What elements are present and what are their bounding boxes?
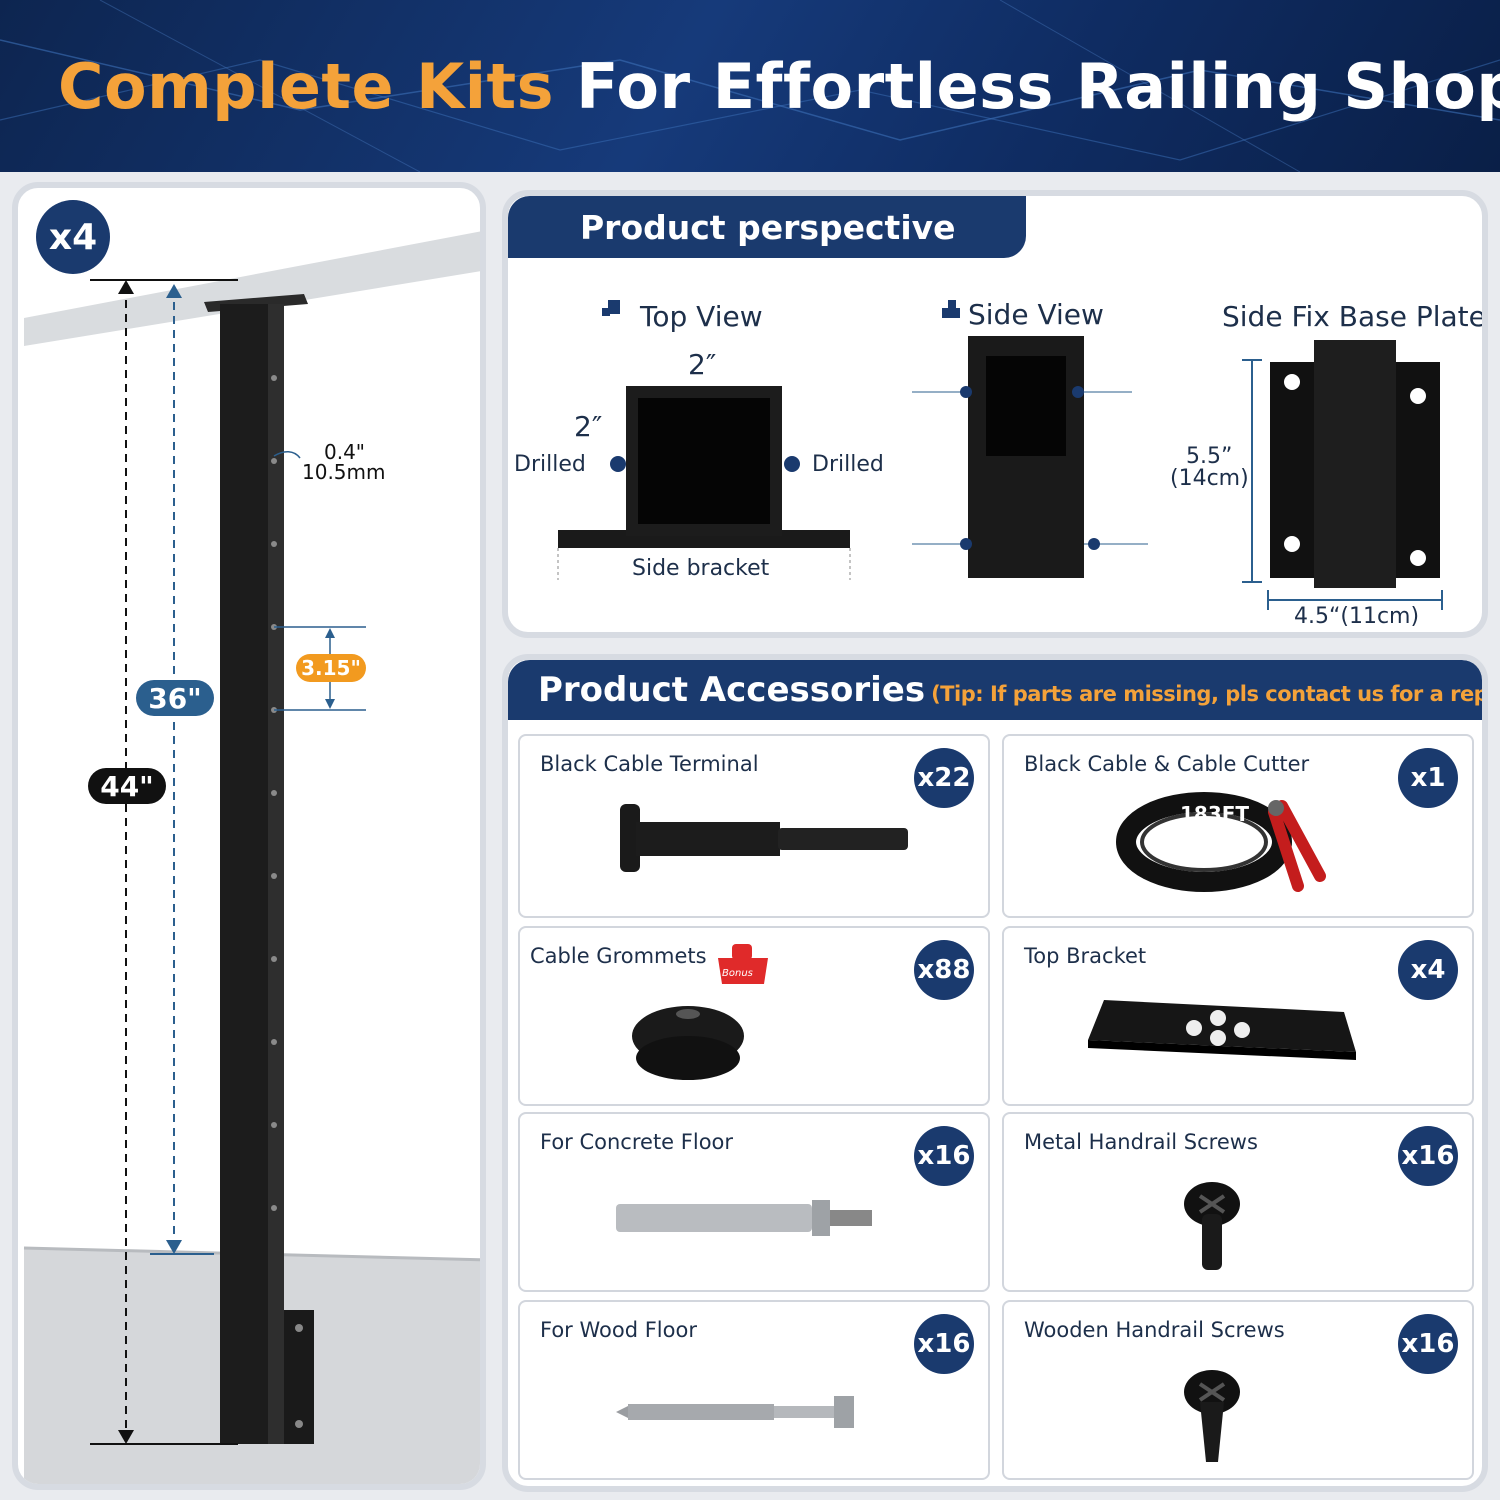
- accessory-card-metal-screws: Metal Handrail Screws x16: [1002, 1112, 1474, 1292]
- accessory-card-concrete-floor: For Concrete Floor x16: [518, 1112, 990, 1292]
- metal-screw-illustration: [1184, 1182, 1240, 1270]
- perspective-section-title: Product perspective: [508, 196, 1026, 258]
- accessory-name: Black Cable & Cable Cutter: [1024, 752, 1310, 776]
- header-banner: Complete Kits For Effortless Railing Sho…: [0, 0, 1500, 172]
- accessory-qty-badge: x16: [914, 1126, 974, 1186]
- accessory-card-cable-cutter: 183FT Black Cable & Cable Cutter x1: [1002, 734, 1474, 918]
- accessory-card-top-bracket: Top Bracket x4: [1002, 926, 1474, 1106]
- perspective-illustrations: [557, 300, 1443, 610]
- top-view-bracket-label: Side bracket: [632, 556, 770, 581]
- accessory-qty-badge: x4: [1398, 940, 1458, 1000]
- handrail: [24, 231, 480, 346]
- base-plate-height-cm: (14cm): [1170, 466, 1249, 491]
- hole-size-mm: 10.5mm: [302, 460, 386, 484]
- accessory-qty-badge: x88: [914, 940, 974, 1000]
- hole-size-label: 0.4" 10.5mm: [302, 442, 386, 482]
- accessory-card-cable-terminal: Black Cable Terminal x22: [518, 734, 990, 918]
- side-view-title: Side View: [968, 298, 1104, 331]
- post-illustration: [23, 231, 480, 1484]
- base-plate-height-in: 5.5”: [1186, 444, 1233, 469]
- banner-decoration: [0, 0, 1500, 172]
- top-view-title: Top View: [640, 300, 763, 333]
- accessory-name: Black Cable Terminal: [540, 752, 759, 776]
- accessory-card-grommets: Bonus Cable Grommets x88: [518, 926, 990, 1106]
- bonus-label: Bonus: [722, 968, 753, 979]
- accessory-card-wood-floor: For Wood Floor x16: [518, 1300, 990, 1480]
- accessory-name: Metal Handrail Screws: [1024, 1130, 1258, 1154]
- lag-screw-illustration: [616, 1396, 854, 1428]
- total-height-label: 44": [88, 768, 166, 804]
- top-bracket-illustration: [1088, 1000, 1356, 1060]
- hole-spacing-label: 3.15": [296, 654, 366, 682]
- accessories-section-title: Product Accessories: [538, 670, 926, 710]
- wood-screw-illustration: [1184, 1370, 1240, 1462]
- bonus-badge: [718, 944, 768, 984]
- top-view-width: 2″: [688, 348, 717, 381]
- title-highlight: Complete Kits: [58, 50, 554, 123]
- accessories-panel: Product Accessories (Tip: If parts are m…: [502, 654, 1488, 1492]
- post-quantity-badge: x4: [36, 200, 110, 274]
- hole-size-inch: 0.4": [324, 440, 366, 464]
- accessories-header: Product Accessories (Tip: If parts are m…: [508, 660, 1482, 720]
- cable-length-label: 183FT: [1180, 802, 1250, 826]
- accessories-tip: (Tip: If parts are missing, pls contact …: [931, 682, 1488, 706]
- accessory-qty-badge: x16: [914, 1314, 974, 1374]
- anchor-bolt-illustration: [616, 1200, 872, 1236]
- top-view-icon: [602, 300, 620, 316]
- accessory-qty-badge: x1: [1398, 748, 1458, 808]
- accessory-qty-badge: x16: [1398, 1126, 1458, 1186]
- rail-height-label: 36": [136, 680, 214, 716]
- cable-terminal-illustration: [620, 804, 908, 872]
- top-view-depth: 2″: [574, 410, 603, 443]
- accessory-name: For Wood Floor: [540, 1318, 697, 1342]
- cable-coil-illustration: [1116, 792, 1326, 892]
- accessory-name: Cable Grommets: [530, 944, 707, 968]
- accessory-name: Wooden Handrail Screws: [1024, 1318, 1285, 1342]
- accessory-name: For Concrete Floor: [540, 1130, 734, 1154]
- accessory-name: Top Bracket: [1024, 944, 1147, 968]
- accessory-qty-badge: x22: [914, 748, 974, 808]
- post-holes: [271, 375, 277, 1211]
- accessory-qty-badge: x16: [1398, 1314, 1458, 1374]
- perspective-panel: Product perspective Top View 2″ 2″ Drill…: [502, 190, 1488, 638]
- top-view-right-label: Drilled: [812, 452, 884, 477]
- top-view-left-label: Drilled: [514, 452, 586, 477]
- title-rest: For Effortless Railing Shopping: [576, 50, 1500, 123]
- post-panel: x4 36" 44" 3.15" 0.4" 10.5mm: [12, 182, 486, 1490]
- base-plate-width: 4.5“(11cm): [1294, 604, 1420, 629]
- accessory-card-wood-screws: Wooden Handrail Screws x16: [1002, 1300, 1474, 1480]
- side-view-icon: [942, 300, 960, 318]
- base-plate-title: Side Fix Base Plate: [1222, 300, 1486, 333]
- page-title: Complete Kits For Effortless Railing Sho…: [58, 50, 1500, 123]
- grommet-illustration: [632, 944, 768, 1080]
